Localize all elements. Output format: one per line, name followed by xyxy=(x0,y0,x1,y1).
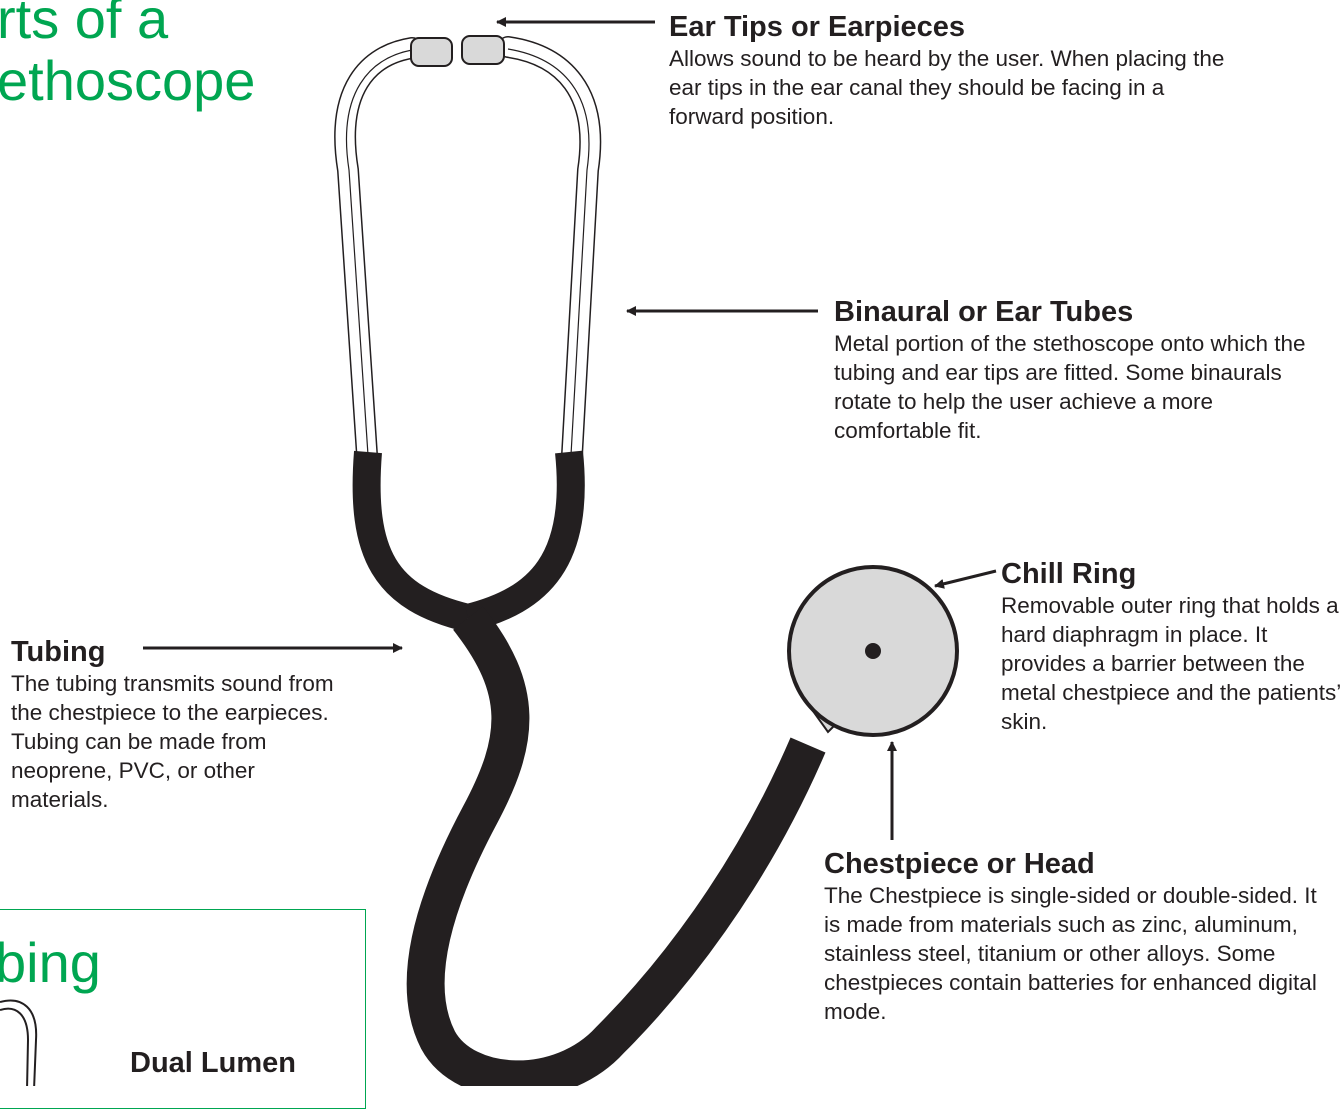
page-title-line-1: rts of a xyxy=(0,0,169,50)
ear-tips-description: Allows sound to be heard by the user. Wh… xyxy=(669,46,1225,129)
chestpiece-label: Chestpiece or Head The Chestpiece is sin… xyxy=(824,848,1324,1026)
tubing-label: Tubing The tubing transmits sound from t… xyxy=(11,636,356,814)
ear-tips-heading: Ear Tips or Earpieces xyxy=(669,11,966,43)
binaural-description: Metal portion of the stethoscope onto wh… xyxy=(834,331,1306,443)
dual-lumen-sketch xyxy=(0,999,38,1086)
stethoscope-illustration xyxy=(0,17,997,1086)
ear-tips-label: Ear Tips or Earpieces Allows sound to be… xyxy=(669,11,1229,131)
binaural-tubes xyxy=(334,36,602,466)
chill-ring-label: Chill Ring Removable outer ring that hol… xyxy=(1001,558,1341,736)
dual-lumen-label: Dual Lumen xyxy=(130,1047,296,1080)
pointer-arrows xyxy=(143,17,997,840)
binaural-label: Binaural or Ear Tubes Metal portion of t… xyxy=(834,296,1334,445)
chestpiece-shape xyxy=(787,565,959,737)
chestpiece-description: The Chestpiece is single-sided or double… xyxy=(824,883,1317,1024)
ear-tips xyxy=(410,35,505,67)
binaural-heading: Binaural or Ear Tubes xyxy=(834,296,1134,328)
dual-lumen-heading: Dual Lumen xyxy=(130,1047,296,1079)
chestpiece-heading: Chestpiece or Head xyxy=(824,848,1095,880)
chill-ring-description: Removable outer ring that holds a hard d… xyxy=(1001,593,1341,734)
tubing-heading: Tubing xyxy=(11,636,106,668)
chill-ring-heading: Chill Ring xyxy=(1001,558,1137,590)
page-title: rts of a ethoscope xyxy=(0,0,255,112)
chill-ring-arrow xyxy=(934,569,997,589)
tubing-description: The tubing transmits sound from the ches… xyxy=(11,671,334,812)
page-title-line-2: ethoscope xyxy=(0,49,256,112)
tubing-section-title: bing xyxy=(0,931,101,994)
tubing-shape xyxy=(352,450,826,1086)
